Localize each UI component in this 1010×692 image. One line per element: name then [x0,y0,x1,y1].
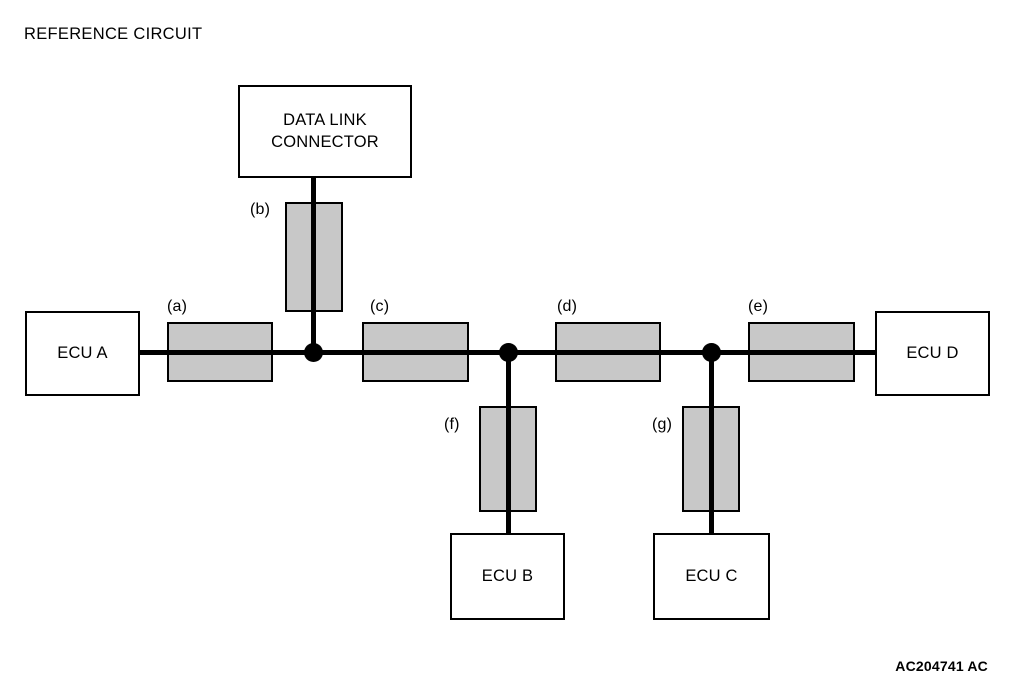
junction-dot-3 [701,342,721,362]
node-ecu-b[interactable]: ECU B [450,533,565,620]
node-ecu-d-label: ECU D [906,343,959,362]
callout-label-c: (c) [370,298,390,315]
callout-label-d: (d) [557,298,578,315]
node-data-link-connector[interactable]: DATA LINK CONNECTOR [238,85,412,178]
callout-label-a: (a) [167,298,188,315]
callout-label-b: (b) [250,201,271,218]
reference-code: AC204741 AC [895,658,988,674]
callout-label-g: (g) [652,416,673,433]
node-ecu-d[interactable]: ECU D [875,311,990,396]
node-ecu-a-label: ECU A [57,343,108,362]
wire-ecu-b-drop [505,352,511,533]
node-ecu-c[interactable]: ECU C [653,533,770,620]
node-ecu-c-label: ECU C [685,566,738,585]
page-title: REFERENCE CIRCUIT [24,25,203,43]
node-ecu-a[interactable]: ECU A [25,311,140,396]
junction-dot-2 [498,342,518,362]
junction-dot-1 [303,342,323,362]
callout-label-f: (f) [444,416,460,433]
wire-data-link-connector-drop [310,178,316,352]
node-data-link-connector-label: DATA LINK CONNECTOR [271,110,379,151]
wire-ecu-c-drop [708,352,714,533]
node-ecu-b-label: ECU B [481,566,534,585]
callout-label-e: (e) [748,298,769,315]
